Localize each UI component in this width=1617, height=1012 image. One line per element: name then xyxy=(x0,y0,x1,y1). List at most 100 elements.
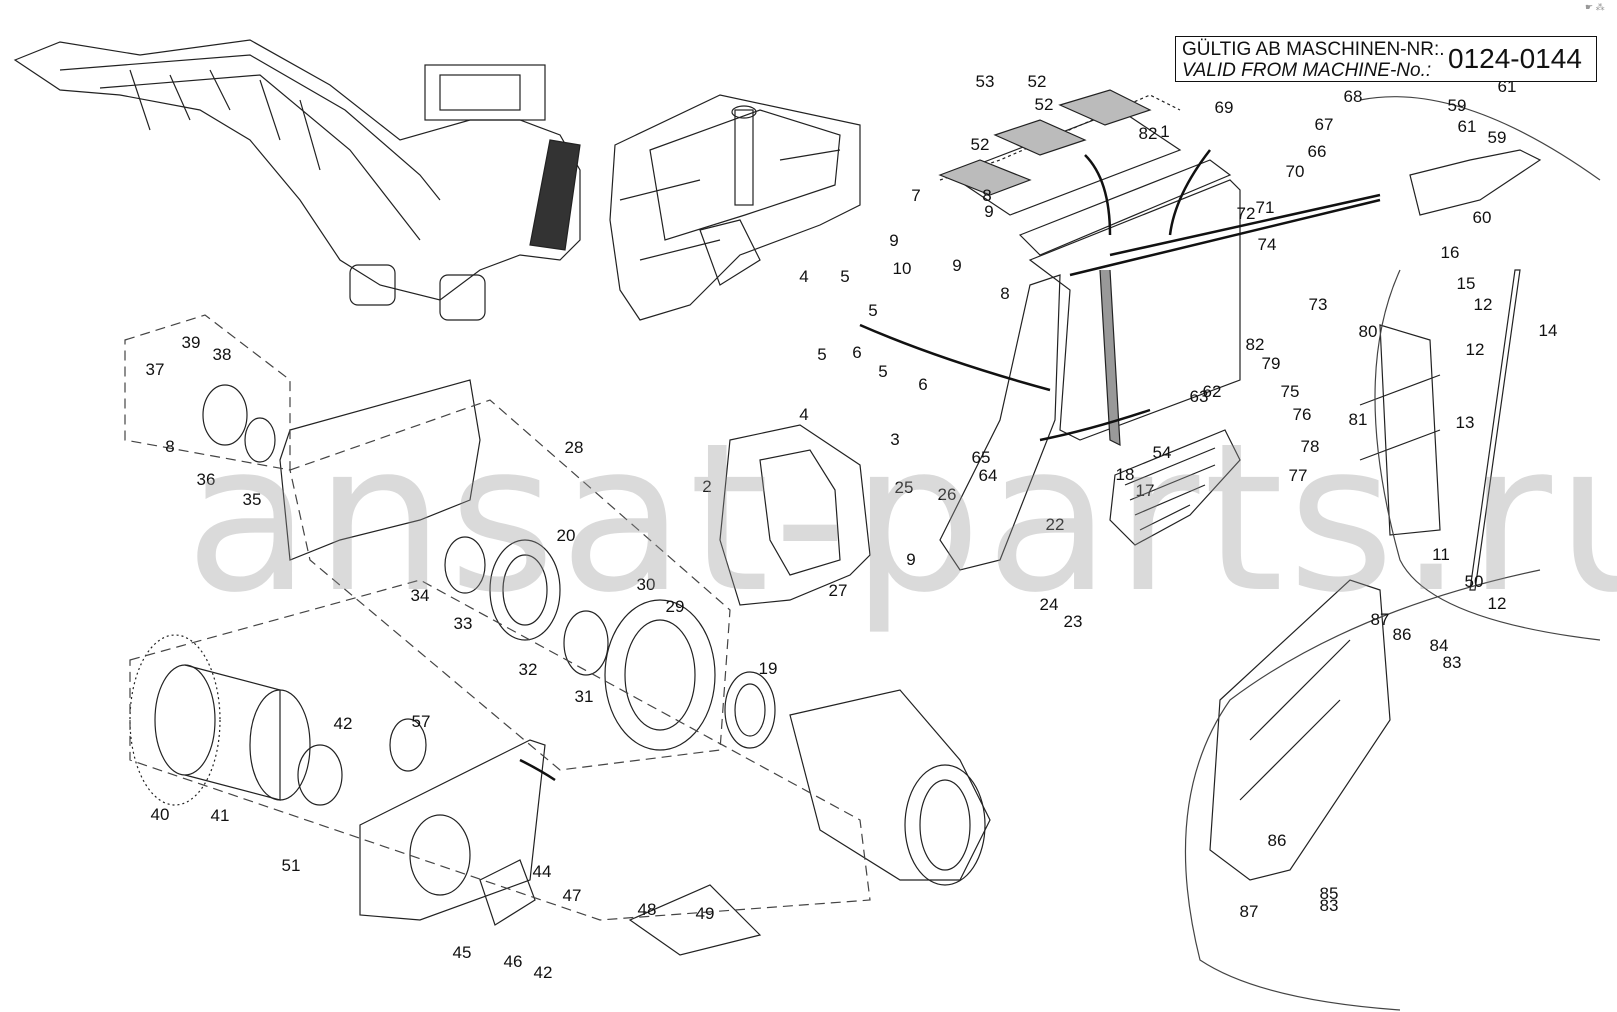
callout-4: 4 xyxy=(799,267,808,286)
side-panel-drawing xyxy=(939,94,1241,571)
validity-label-en: VALID FROM MACHINE-No.: xyxy=(1182,60,1432,81)
drum-housing-drawing xyxy=(202,379,871,751)
callout-65: 65 xyxy=(972,448,991,467)
callout-69: 69 xyxy=(1215,98,1234,117)
callout-8: 8 xyxy=(982,186,991,205)
callout-8: 8 xyxy=(165,437,174,456)
callout-44: 44 xyxy=(533,862,552,881)
callout-72: 72 xyxy=(1237,204,1256,223)
callout-37: 37 xyxy=(146,360,165,379)
callout-20: 20 xyxy=(557,526,576,545)
callout-85: 85 xyxy=(1320,884,1339,903)
callout-16: 16 xyxy=(1441,243,1460,262)
callout-53: 53 xyxy=(976,72,995,91)
callout-36: 36 xyxy=(197,470,216,489)
callout-9: 9 xyxy=(952,256,961,275)
frame-assembly-drawing xyxy=(609,94,861,321)
callout-2: 2 xyxy=(702,477,711,496)
callout-83: 83 xyxy=(1443,653,1462,672)
callout-52: 52 xyxy=(1035,95,1054,114)
callout-78: 78 xyxy=(1301,437,1320,456)
callout-34: 34 xyxy=(411,586,430,605)
callout-64: 64 xyxy=(979,466,998,485)
callout-87: 87 xyxy=(1240,902,1259,921)
callout-82: 82 xyxy=(1139,124,1158,143)
machine-overview-drawing xyxy=(13,39,581,321)
callout-10: 10 xyxy=(893,259,912,278)
callout-24: 24 xyxy=(1040,595,1059,614)
callout-29: 29 xyxy=(666,597,685,616)
detail-circle-outline xyxy=(1359,96,1601,181)
bearing-plate-drawing xyxy=(359,739,762,956)
callout-50: 50 xyxy=(1465,572,1484,591)
callout-14: 14 xyxy=(1539,321,1558,340)
callout-74: 74 xyxy=(1258,235,1277,254)
callout-1: 1 xyxy=(1160,122,1169,141)
validity-machine-range: 0124-0144 xyxy=(1448,43,1582,74)
callout-70: 70 xyxy=(1286,162,1305,181)
callout-57: 57 xyxy=(412,712,431,731)
callout-77: 77 xyxy=(1289,466,1308,485)
callout-39: 39 xyxy=(182,333,201,352)
callout-32: 32 xyxy=(519,660,538,679)
callout-79: 79 xyxy=(1262,354,1281,373)
callout-9: 9 xyxy=(984,202,993,221)
callout-25: 25 xyxy=(895,478,914,497)
callout-83: 83 xyxy=(1320,896,1339,915)
validity-label-de: GÜLTIG AB MASCHINEN-NR:. xyxy=(1182,39,1445,60)
callout-82: 82 xyxy=(1246,335,1265,354)
callout-4: 4 xyxy=(799,405,808,424)
plate-drawings xyxy=(938,89,1152,196)
callout-46: 46 xyxy=(504,952,523,971)
callout-5: 5 xyxy=(878,362,887,381)
callout-8: 8 xyxy=(1000,284,1009,303)
callout-42: 42 xyxy=(534,963,553,982)
callout-66: 66 xyxy=(1308,142,1327,161)
callout-87: 87 xyxy=(1371,610,1390,629)
callout-86: 86 xyxy=(1268,831,1287,850)
callout-59: 59 xyxy=(1488,128,1507,147)
callout-30: 30 xyxy=(637,575,656,594)
callout-31: 31 xyxy=(575,687,594,706)
callout-80: 80 xyxy=(1359,322,1378,341)
callout-9: 9 xyxy=(906,550,915,569)
callout-42: 42 xyxy=(334,714,353,733)
callout-67: 67 xyxy=(1315,115,1334,134)
callout-48: 48 xyxy=(638,900,657,919)
callout-19: 19 xyxy=(759,659,778,678)
detail-view-drawing xyxy=(1209,149,1542,881)
callout-61: 61 xyxy=(1458,117,1477,136)
corner-mark: ☛ ⁂ xyxy=(1585,2,1605,12)
callout-5: 5 xyxy=(817,345,826,364)
callout-76: 76 xyxy=(1293,405,1312,424)
callout-60: 60 xyxy=(1473,208,1492,227)
callout-63: 63 xyxy=(1190,387,1209,406)
callout-41: 41 xyxy=(211,806,230,825)
callout-3: 3 xyxy=(890,430,899,449)
grille-drawing xyxy=(1109,429,1241,546)
callout-35: 35 xyxy=(243,490,262,509)
callout-11: 11 xyxy=(1432,545,1450,564)
callout-86: 86 xyxy=(1393,625,1412,644)
callout-6: 6 xyxy=(918,375,927,394)
callout-40: 40 xyxy=(151,805,170,824)
callout-17: 17 xyxy=(1136,481,1155,500)
callout-45: 45 xyxy=(453,943,472,962)
callout-75: 75 xyxy=(1281,382,1300,401)
callout-47: 47 xyxy=(563,886,582,905)
callout-13: 13 xyxy=(1456,413,1475,432)
callout-68: 68 xyxy=(1344,87,1363,106)
callout-52: 52 xyxy=(971,135,990,154)
callout-18: 18 xyxy=(1116,465,1135,484)
detail-circle-outline-3 xyxy=(1184,569,1541,1011)
callout-5: 5 xyxy=(868,301,877,320)
callout-22: 22 xyxy=(1046,515,1065,534)
milling-drum-drawing xyxy=(789,689,991,886)
callout-59: 59 xyxy=(1448,96,1467,115)
callout-9: 9 xyxy=(889,231,898,250)
callout-33: 33 xyxy=(454,614,473,633)
callout-81: 81 xyxy=(1349,410,1368,429)
callout-12: 12 xyxy=(1474,295,1493,314)
